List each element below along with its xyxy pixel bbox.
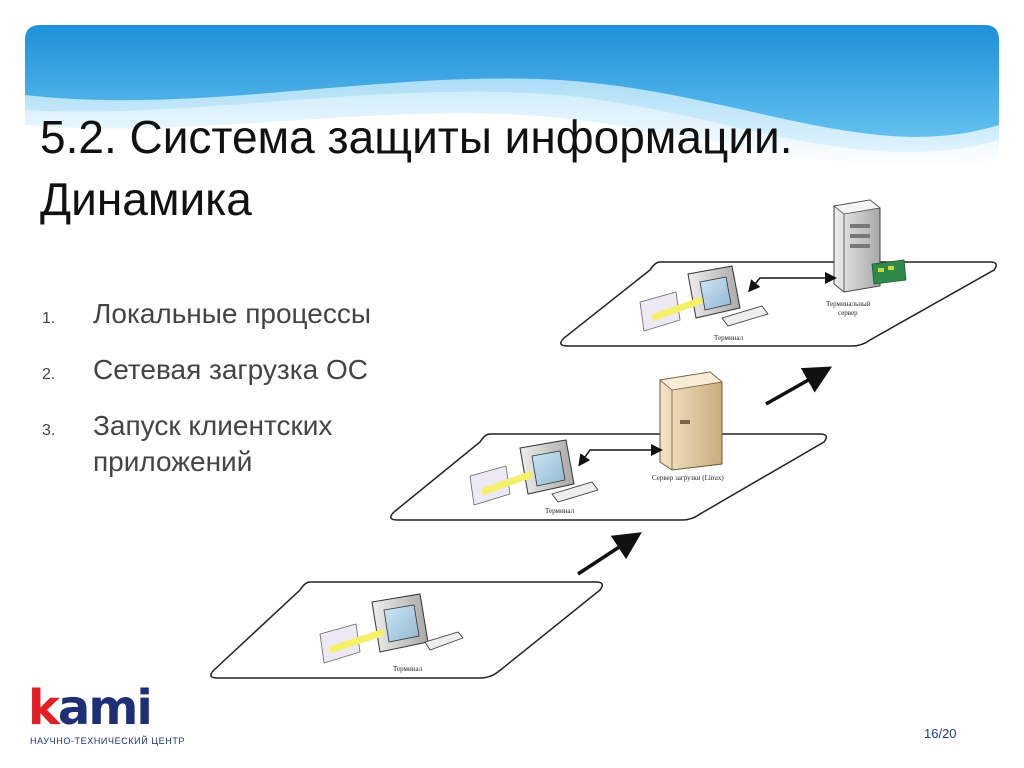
list-item-text: Запуск клиентских приложений: [93, 410, 333, 477]
page-number: 16/20: [924, 726, 957, 741]
level2-connection-line: [578, 444, 663, 467]
level2-key-card-icon: [469, 465, 534, 506]
list-item: 3. Запуск клиентских приложений: [40, 408, 460, 480]
list-item: 1. Локальные процессы: [40, 296, 460, 332]
level3-key-card-icon: [639, 291, 704, 332]
slide-title: 5.2. Система защиты информации. Динамика: [40, 106, 1000, 230]
level2-platform: [390, 433, 827, 521]
network-card-icon: [871, 259, 907, 285]
list-item-text: Сетевая загрузка ОС: [93, 354, 368, 385]
level3-server-label-line1: Терминальный: [826, 300, 871, 308]
logo-wordmark: kami: [28, 680, 153, 736]
level3-platform: [560, 261, 997, 347]
level2-server-label: Сервер загрузки (Linux): [652, 474, 724, 482]
slide-title-line1: 5.2. Система защиты информации.: [40, 111, 793, 163]
level3-connection-line: [748, 272, 837, 293]
level2-terminal-icon: [519, 439, 599, 503]
list-item: 2. Сетевая загрузка ОС: [40, 352, 460, 388]
terminal-server-icon: [833, 199, 881, 293]
level3-terminal-label: Терминал: [714, 334, 744, 342]
logo-letter-k: k: [28, 680, 60, 736]
arrow-up-icon: [765, 366, 833, 406]
boot-server-icon: [659, 371, 723, 471]
level1-key-card-icon: [319, 623, 386, 664]
process-list: 1. Локальные процессы 2. Сетевая загрузк…: [40, 296, 460, 500]
list-item-number: 3.: [42, 422, 56, 439]
list-item-number: 2.: [42, 366, 56, 383]
level3-terminal-icon: [687, 265, 769, 327]
slide-title-line2: Динамика: [40, 173, 252, 225]
logo-subtitle: НАУЧНО-ТЕХНИЧЕСКИЙ ЦЕНТР: [30, 736, 186, 746]
level1-terminal-label: Терминал: [393, 665, 423, 673]
level2-terminal-label: Терминал: [545, 507, 575, 515]
header-wave-band: [25, 25, 999, 167]
network-diagram: Терминал Сервер загрузки (Linux) Термина…: [210, 199, 997, 679]
list-item-number: 1.: [42, 310, 56, 327]
logo-letters-ami: ami: [57, 680, 153, 736]
arrow-up-icon: [577, 532, 642, 576]
level3-server-label-line2: сервер: [838, 309, 858, 317]
kami-logo: kami НАУЧНО-ТЕХНИЧЕСКИЙ ЦЕНТР: [28, 680, 188, 752]
list-item-text: Локальные процессы: [93, 298, 371, 329]
